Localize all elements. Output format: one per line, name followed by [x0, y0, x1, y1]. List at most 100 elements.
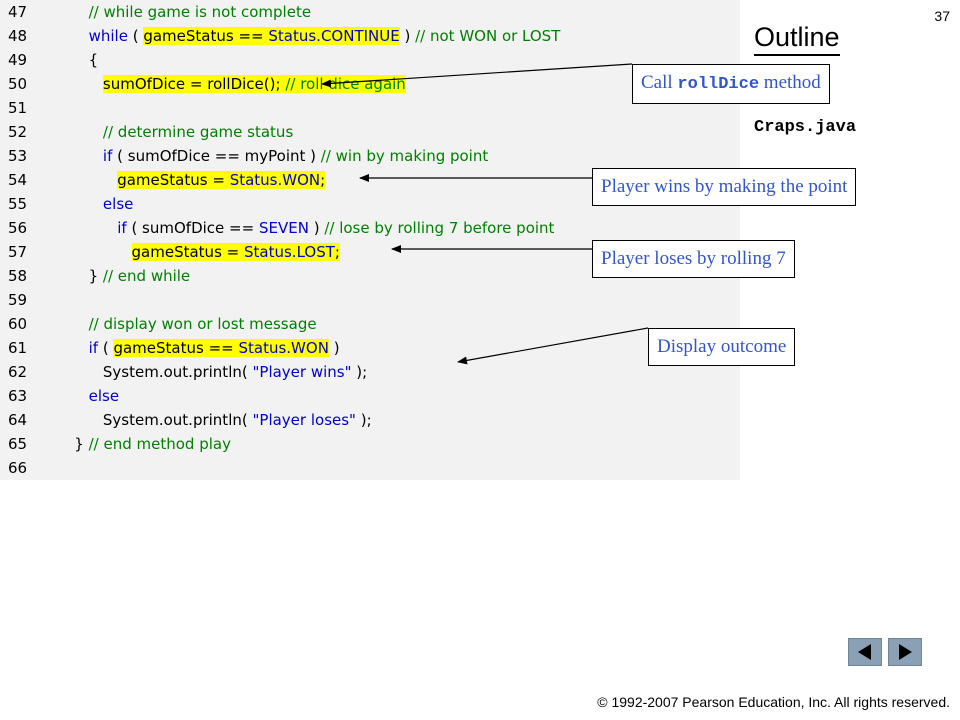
highlighted-code-token: gameStatus == [143, 27, 269, 45]
line-number: 51 [8, 99, 28, 117]
code-line: 51 [0, 96, 740, 120]
highlighted-code-token: gameStatus = [131, 243, 244, 261]
code-token: System.out.println( [60, 363, 253, 381]
highlighted-code-token: Status.LOST [244, 243, 335, 261]
highlighted-code-token: Status.WON [238, 339, 329, 357]
code-token: while [88, 27, 128, 45]
code-line: 59 [0, 288, 740, 312]
callout-player-loses: Player loses by rolling 7 [592, 240, 795, 278]
line-number: 62 [8, 363, 28, 381]
code-token: } [60, 267, 103, 285]
code-line: 48 while ( gameStatus == Status.CONTINUE… [0, 24, 740, 48]
code-token: ); [351, 363, 368, 381]
code-token [60, 147, 103, 165]
slide-number: 37 [934, 8, 950, 24]
line-number: 56 [8, 219, 28, 237]
code-text: else [60, 384, 119, 408]
code-text: System.out.println( "Player loses" ); [60, 408, 372, 432]
code-token: // end while [102, 267, 191, 285]
line-number: 49 [8, 51, 28, 69]
code-token: "Player wins" [252, 363, 352, 381]
highlighted-code-token: gameStatus = [117, 171, 230, 189]
code-token: else [102, 195, 134, 213]
code-text: if ( sumOfDice == myPoint ) // win by ma… [60, 144, 488, 168]
code-token [60, 219, 117, 237]
previous-slide-button[interactable] [848, 638, 882, 666]
code-token: { [60, 51, 99, 69]
highlighted-code-token: gameStatus == [113, 339, 239, 357]
code-line: 62 System.out.println( "Player wins" ); [0, 360, 740, 384]
code-text: // determine game status [60, 120, 293, 144]
code-line: 49 { [0, 48, 740, 72]
line-number: 50 [8, 75, 28, 93]
code-text: { [60, 48, 99, 72]
code-line: 47 // while game is not complete [0, 0, 740, 24]
callout-display-outcome: Display outcome [648, 328, 796, 366]
code-token: // win by making point [320, 147, 489, 165]
code-text: } // end method play [60, 432, 231, 456]
callout-roll-dice: Call rollDice method [632, 64, 830, 104]
code-text: // while game is not complete [60, 0, 311, 24]
line-number: 58 [8, 267, 28, 285]
code-token: ( [98, 339, 114, 357]
code-token: // lose by rolling 7 before point [324, 219, 555, 237]
line-number: 59 [8, 291, 28, 309]
highlighted-code-token: ; [320, 171, 326, 189]
triangle-right-icon [899, 644, 912, 660]
code-token: if [117, 219, 127, 237]
code-token: ) [328, 339, 340, 357]
code-line: 60 // display won or lost message [0, 312, 740, 336]
code-token: if [102, 147, 113, 165]
code-token: // display won or lost message [88, 315, 317, 333]
file-name-label: Craps.java [754, 118, 857, 137]
code-token: ( sumOfDice == [126, 219, 259, 237]
code-line: 57 gameStatus = Status.LOST; [0, 240, 740, 264]
code-text: sumOfDice = rollDice(); // roll dice aga… [60, 72, 406, 96]
code-token: ) [399, 27, 416, 45]
code-token [60, 27, 89, 45]
code-line: 52 // determine game status [0, 120, 740, 144]
line-number: 60 [8, 315, 28, 333]
code-text: gameStatus = Status.LOST; [60, 240, 340, 264]
code-line: 50 sumOfDice = rollDice(); // roll dice … [0, 72, 740, 96]
code-line: 56 if ( sumOfDice == SEVEN ) // lose by … [0, 216, 740, 240]
code-token [60, 243, 132, 261]
next-slide-button[interactable] [888, 638, 922, 666]
code-token [60, 75, 103, 93]
line-number: 63 [8, 387, 28, 405]
code-token: ( sumOfDice == myPoint ) [112, 147, 321, 165]
code-text: gameStatus = Status.WON; [60, 168, 326, 192]
code-line: 64 System.out.println( "Player loses" ); [0, 408, 740, 432]
callout-player-wins: Player wins by making the point [592, 168, 857, 206]
code-token: if [88, 339, 99, 357]
code-line: 58 } // end while [0, 264, 740, 288]
callout-roll-dice-code: rollDice [677, 75, 760, 94]
line-number: 54 [8, 171, 28, 189]
code-line: 65 } // end method play [0, 432, 740, 456]
code-token: ) [308, 219, 325, 237]
line-number: 57 [8, 243, 28, 261]
highlighted-code-token: Status.CONTINUE [268, 27, 400, 45]
code-token [60, 339, 89, 357]
code-line: 54 gameStatus = Status.WON; [0, 168, 740, 192]
line-number: 55 [8, 195, 28, 213]
code-token: ); [355, 411, 372, 429]
code-token [60, 387, 89, 405]
code-line: 55 else [0, 192, 740, 216]
highlighted-code-token: sumOfDice = rollDice(); [102, 75, 286, 93]
code-text: // display won or lost message [60, 312, 317, 336]
code-token: // while game is not complete [88, 3, 312, 21]
code-text: } // end while [60, 264, 191, 288]
code-text: if ( gameStatus == Status.WON ) [60, 336, 340, 360]
line-number: 53 [8, 147, 28, 165]
code-token: System.out.println( [60, 411, 253, 429]
line-number: 47 [8, 3, 28, 21]
code-token: // determine game status [102, 123, 294, 141]
code-token: else [88, 387, 120, 405]
callout-roll-dice-suffix: method [759, 72, 821, 93]
code-token: // not WON or LOST [415, 27, 561, 45]
line-number: 64 [8, 411, 28, 429]
code-line: 66 [0, 456, 740, 480]
code-text: else [60, 192, 133, 216]
line-number: 61 [8, 339, 28, 357]
